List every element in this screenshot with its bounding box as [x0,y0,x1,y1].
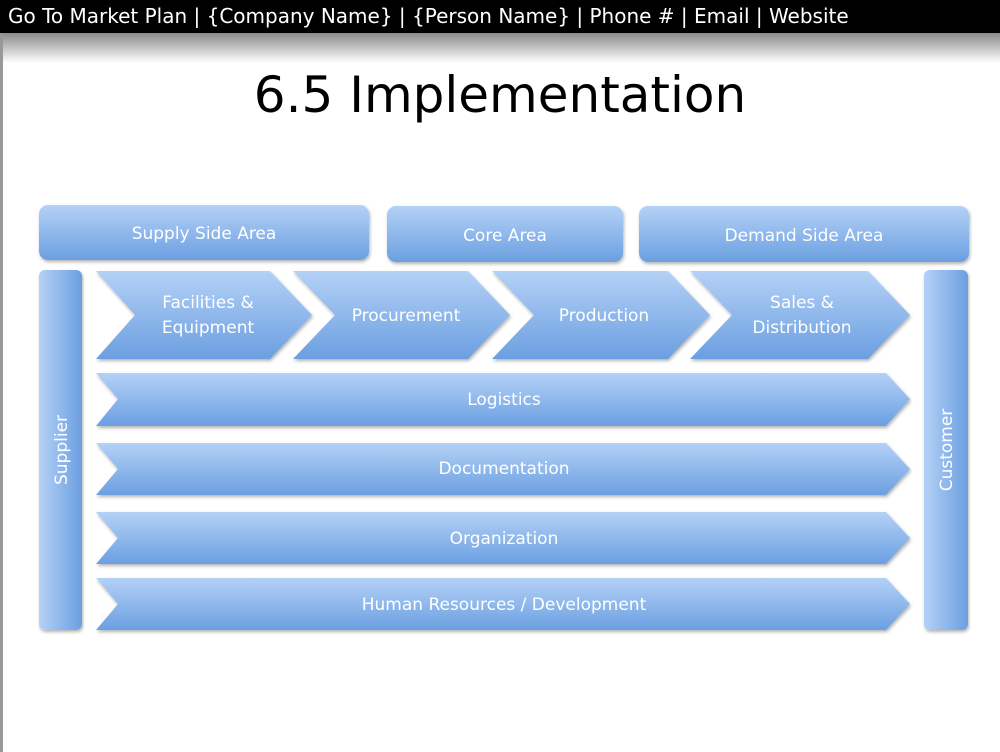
support-label: Logistics [467,390,541,410]
process-label: Production [559,306,649,326]
process-chevron-sales: Sales & Distribution [690,271,910,359]
area-core: Core Area [387,206,623,262]
support-label: Documentation [438,459,569,479]
process-label: Sales & [770,293,834,313]
process-label: Equipment [162,318,255,338]
process-label: Procurement [352,306,461,326]
supplier-label: Supplier [52,415,72,485]
process-label: Facilities & [162,293,254,313]
support-label: Human Resources / Development [362,595,647,615]
process-chevron-facilities: Facilities & Equipment [96,271,312,359]
header-bar: Go To Market Plan | {Company Name} | {Pe… [0,0,1000,33]
process-chevron-production: Production [492,271,710,359]
support-bar-organization: Organization [96,512,910,564]
area-core-label: Core Area [463,226,547,246]
left-border [0,33,3,752]
customer-label: Customer [937,409,957,492]
process-label: Distribution [752,318,851,338]
area-demand-label: Demand Side Area [725,226,884,246]
process-chevron-procurement: Procurement [293,271,510,359]
customer-column: Customer [924,270,968,630]
area-demand: Demand Side Area [639,206,969,262]
support-bar-human-resources: Human Resources / Development [96,578,910,630]
area-supply: Supply Side Area [39,205,369,260]
support-bar-documentation: Documentation [96,443,910,495]
area-supply-label: Supply Side Area [132,224,277,244]
header-shadow [0,33,1000,63]
page-title: 6.5 Implementation [253,66,747,124]
support-label: Organization [450,529,559,549]
support-bar-logistics: Logistics [96,373,910,426]
supplier-column: Supplier [39,270,82,630]
